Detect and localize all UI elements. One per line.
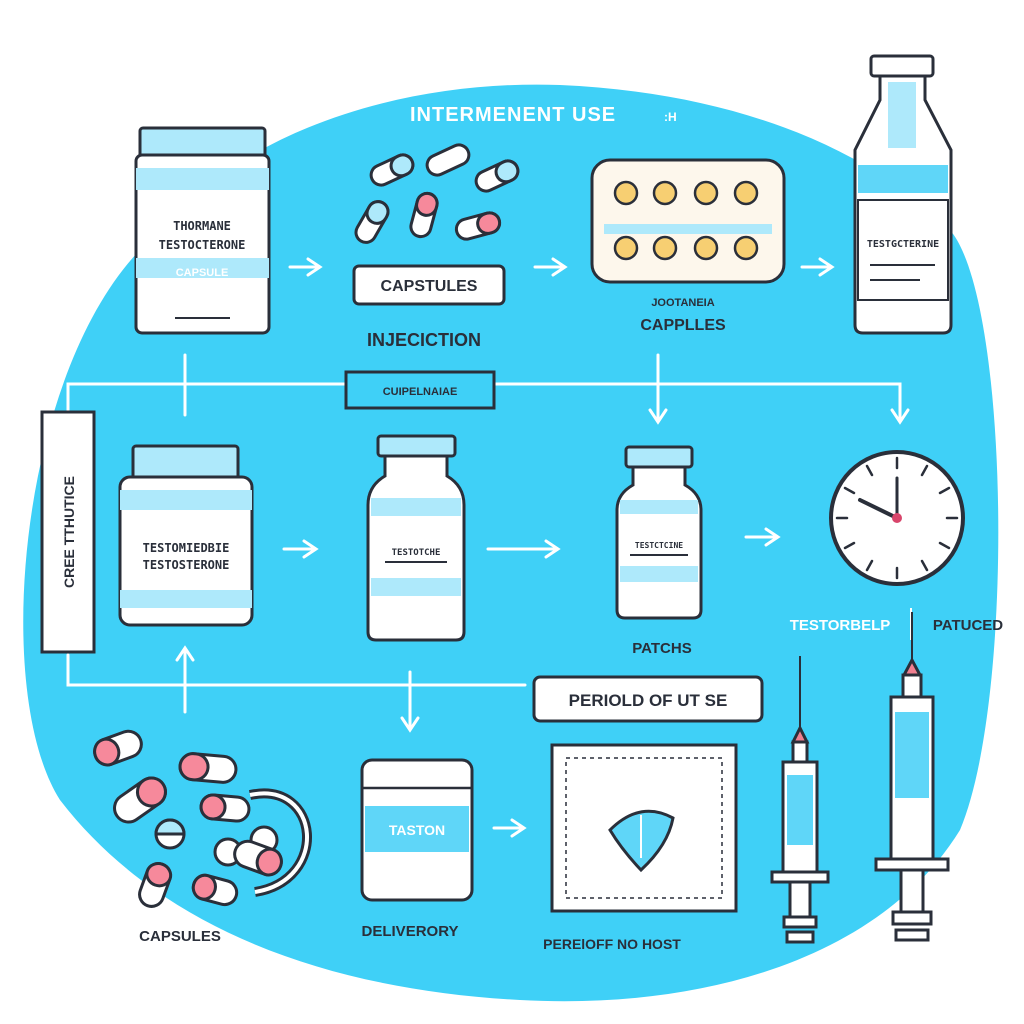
capsules-label: CAPSTULES (381, 278, 478, 295)
clock-icon (829, 450, 965, 586)
arrow-capsules-to-blister (533, 257, 568, 277)
arrow-blister-to-bottle (800, 257, 835, 277)
diagram-title: INTERMENENT USE (410, 104, 616, 126)
testosterone-bottle: TESTGCTERINE (853, 54, 953, 335)
delivery-label: DELIVERORY (362, 923, 459, 940)
jar-label-line2: TESTOCTERONE (159, 238, 246, 252)
blister-top-label: JOOTANEIA (651, 297, 714, 309)
diagram-title-suffix: :H (664, 110, 677, 124)
arrow-taston-to-patch (492, 818, 527, 838)
capsules-label-box: CAPSTULES (352, 264, 506, 306)
jar-label-line3: CAPSULE (176, 267, 229, 279)
arrow-vial-to-vial2 (486, 539, 561, 559)
arrow-jar-to-vial (282, 539, 319, 559)
side-label-box: CREE TTHUTICE (40, 410, 96, 654)
arrow-jar-to-capsules (288, 257, 323, 277)
row1-arrows (288, 257, 835, 277)
side-label: CREE TTHUTICE (61, 476, 77, 588)
taston-label: TASTON (389, 822, 445, 838)
jar2-label-line2: TESTOSTERONE (143, 558, 230, 572)
capsules-bottom-label: CAPSULES (139, 928, 221, 945)
bottle-label: TESTGCTERINE (867, 239, 939, 250)
testosterone-vial-small: TESTCTCINE (615, 445, 703, 620)
patuced-label: PATUCED (933, 617, 1003, 634)
blister-label: CAPPLLES (640, 317, 726, 334)
banner-label: CUIPELNAIAE (383, 386, 458, 398)
taston-jar: TASTON (360, 758, 474, 902)
row2-arrows (282, 527, 781, 559)
testosterone-capsule-jar: THORMANE TESTOCTERONE CAPSULE (134, 126, 271, 335)
testosterone-vial: TESTOTCHE (366, 434, 466, 642)
capsules-pile-top (354, 143, 520, 244)
jar-label-line1: THORMANE (173, 219, 231, 233)
capsules-pile-bottom (93, 729, 312, 908)
jar2-label-line1: TESTOMIEDBIE (143, 541, 230, 555)
banner-box: CUIPELNAIAE (344, 370, 496, 410)
syringe-small-icon (770, 656, 830, 944)
testosterone-jar: TESTOMIEDBIE TESTOSTERONE (118, 444, 254, 627)
vial-label: TESTOTCHE (392, 548, 441, 558)
testorbelp-label: TESTORBELP (790, 617, 891, 634)
transdermal-patch (550, 743, 738, 913)
period-label: PERIOLD OF UT SE (569, 691, 728, 710)
injection-label: INJECICTION (367, 330, 481, 350)
blister-pack (590, 158, 786, 284)
vial2-label: TESTCTCINE (635, 541, 683, 550)
syringe-large-icon (874, 612, 950, 942)
patchs-label: PATCHS (632, 640, 691, 657)
patch-label: PERElOFF NO HOST (543, 936, 681, 952)
period-label-box: PERIOLD OF UT SE (532, 675, 764, 723)
arrow-vial2-to-clock (744, 527, 781, 547)
